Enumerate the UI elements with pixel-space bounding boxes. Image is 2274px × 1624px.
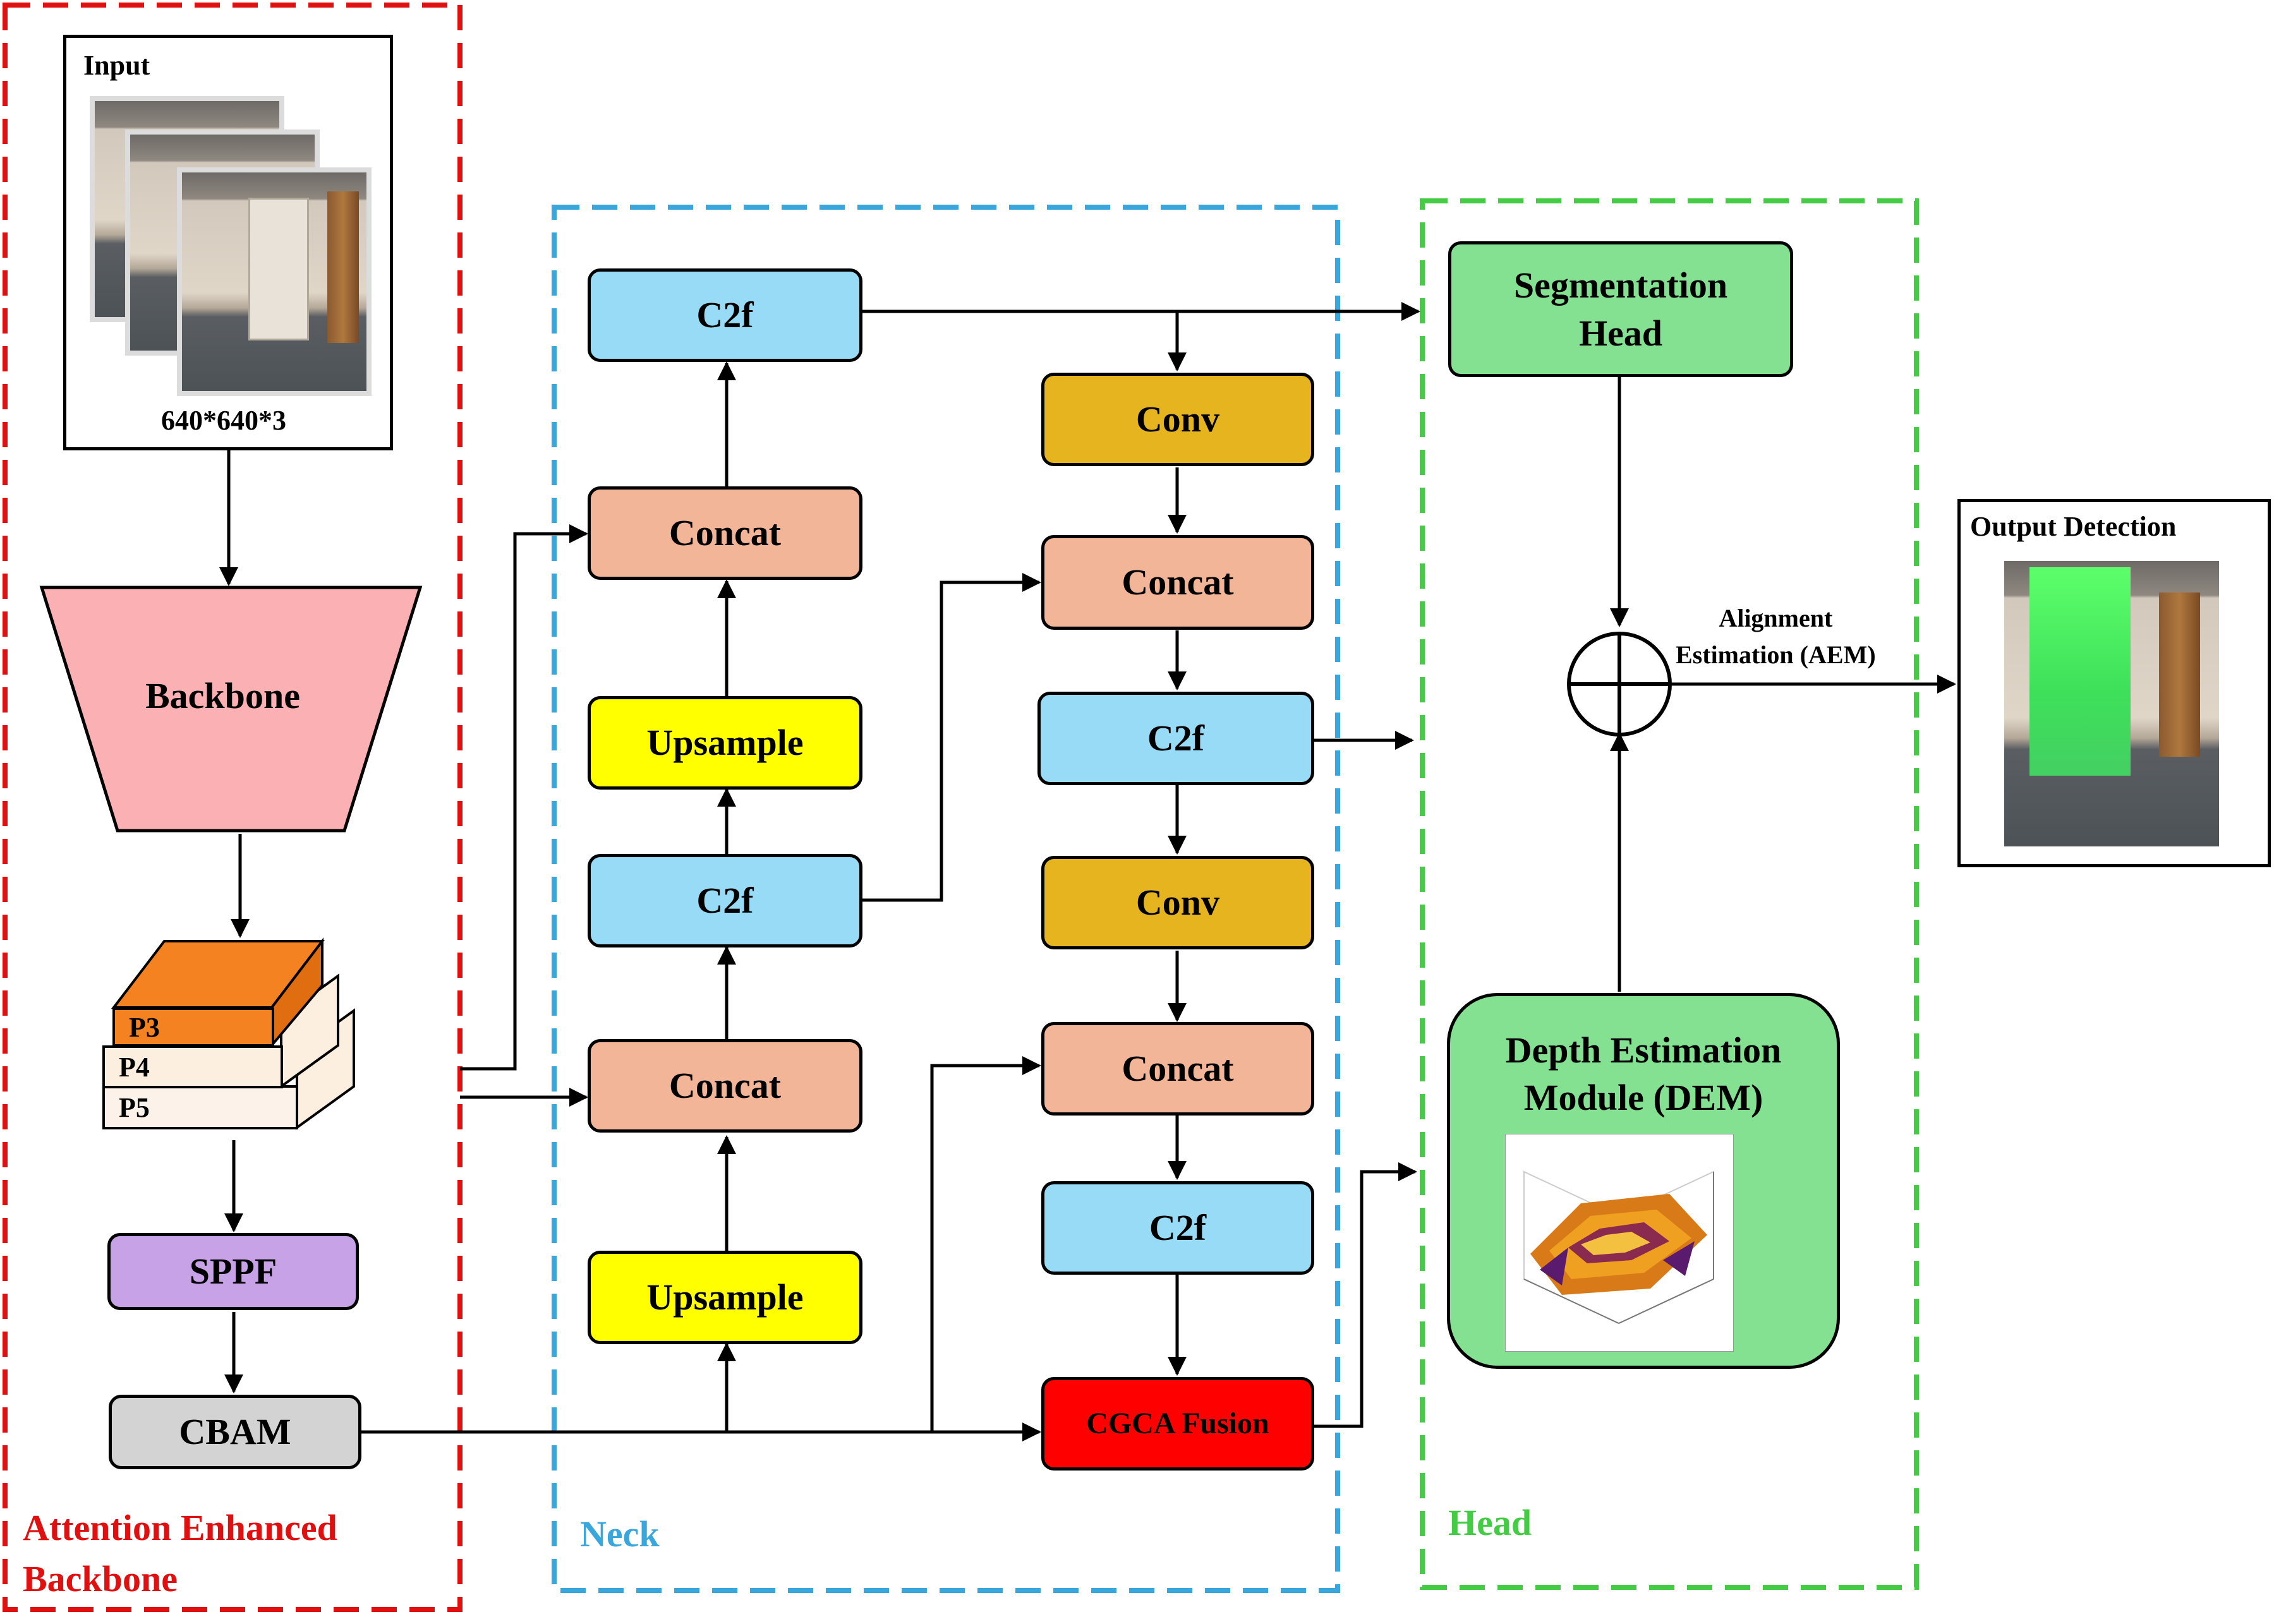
neck-c2f-4: C2f bbox=[1041, 1181, 1314, 1275]
neck-concat-3: Concat bbox=[1041, 535, 1314, 630]
p4-layer-side bbox=[280, 973, 339, 1089]
neck-conv-1: Conv bbox=[1041, 373, 1314, 466]
aem-label-line1: Alignment bbox=[1719, 604, 1833, 632]
p4-label: P4 bbox=[119, 1051, 150, 1083]
output-title: Output Detection bbox=[1970, 511, 2177, 542]
segmentation-head-block: Segmentation Head bbox=[1448, 241, 1793, 377]
cgca-fusion-block: CGCA Fusion bbox=[1041, 1377, 1314, 1471]
input-size-label: 640*640*3 bbox=[161, 405, 286, 436]
neck-c2f-3: C2f bbox=[1037, 692, 1314, 785]
output-image bbox=[2004, 561, 2219, 846]
neck-concat-1: Concat bbox=[588, 486, 862, 580]
backbone-title-line2: Backbone bbox=[23, 1558, 178, 1600]
aem-label-line2: Estimation (AEM) bbox=[1676, 641, 1876, 669]
input-door bbox=[248, 198, 309, 340]
neck-region-title: Neck bbox=[580, 1513, 660, 1555]
cbam-block: CBAM bbox=[109, 1395, 361, 1469]
p3-layer: P3 bbox=[112, 1007, 274, 1047]
head-region-title: Head bbox=[1448, 1502, 1532, 1543]
p3-label: P3 bbox=[129, 1011, 160, 1043]
p3-to-concat-arrow bbox=[460, 524, 588, 1071]
neck-conv-2: Conv bbox=[1041, 856, 1314, 949]
neck-c2f-1: C2f bbox=[588, 268, 862, 362]
neck-region-frame bbox=[552, 205, 1340, 1593]
c2f2-to-right-concat-arrow bbox=[862, 573, 1041, 902]
p4-layer: P4 bbox=[102, 1045, 283, 1088]
backbone-region-title: Attention Enhanced Backbone bbox=[23, 1502, 337, 1604]
backbone-title-line1: Attention Enhanced bbox=[23, 1507, 337, 1548]
neck-concat-4: Concat bbox=[1041, 1022, 1314, 1116]
p5-layer: P5 bbox=[102, 1085, 298, 1129]
sppf-block: SPPF bbox=[107, 1233, 359, 1310]
aem-label: Alignment Estimation (AEM) bbox=[1676, 600, 1876, 673]
neck-c2f-2: C2f bbox=[588, 854, 862, 947]
output-wood-door bbox=[2159, 592, 2200, 757]
neck-upsample-1: Upsample bbox=[588, 696, 862, 790]
backbone-label: Backbone bbox=[145, 675, 300, 716]
input-wood-door bbox=[327, 191, 359, 343]
dem-title-line2: Module (DEM) bbox=[1523, 1077, 1763, 1119]
output-detected-wall bbox=[2029, 567, 2131, 776]
cbam-to-lower-right-concat-arrow bbox=[930, 1056, 1041, 1432]
input-image-3 bbox=[177, 167, 372, 396]
head-region-frame bbox=[1420, 198, 1919, 1590]
p5-label: P5 bbox=[119, 1092, 150, 1123]
cgca-to-head-arrow bbox=[1314, 1162, 1417, 1428]
dem-title-line1: Depth Estimation bbox=[1505, 1030, 1782, 1071]
depth-surface-plot-image bbox=[1505, 1134, 1734, 1352]
neck-concat-2: Concat bbox=[588, 1039, 862, 1133]
p5-layer-side bbox=[296, 1008, 355, 1130]
backbone-shape bbox=[39, 586, 423, 833]
input-label: Input bbox=[83, 50, 150, 81]
backbone-region-frame bbox=[3, 3, 463, 1612]
neck-upsample-2: Upsample bbox=[588, 1251, 862, 1344]
